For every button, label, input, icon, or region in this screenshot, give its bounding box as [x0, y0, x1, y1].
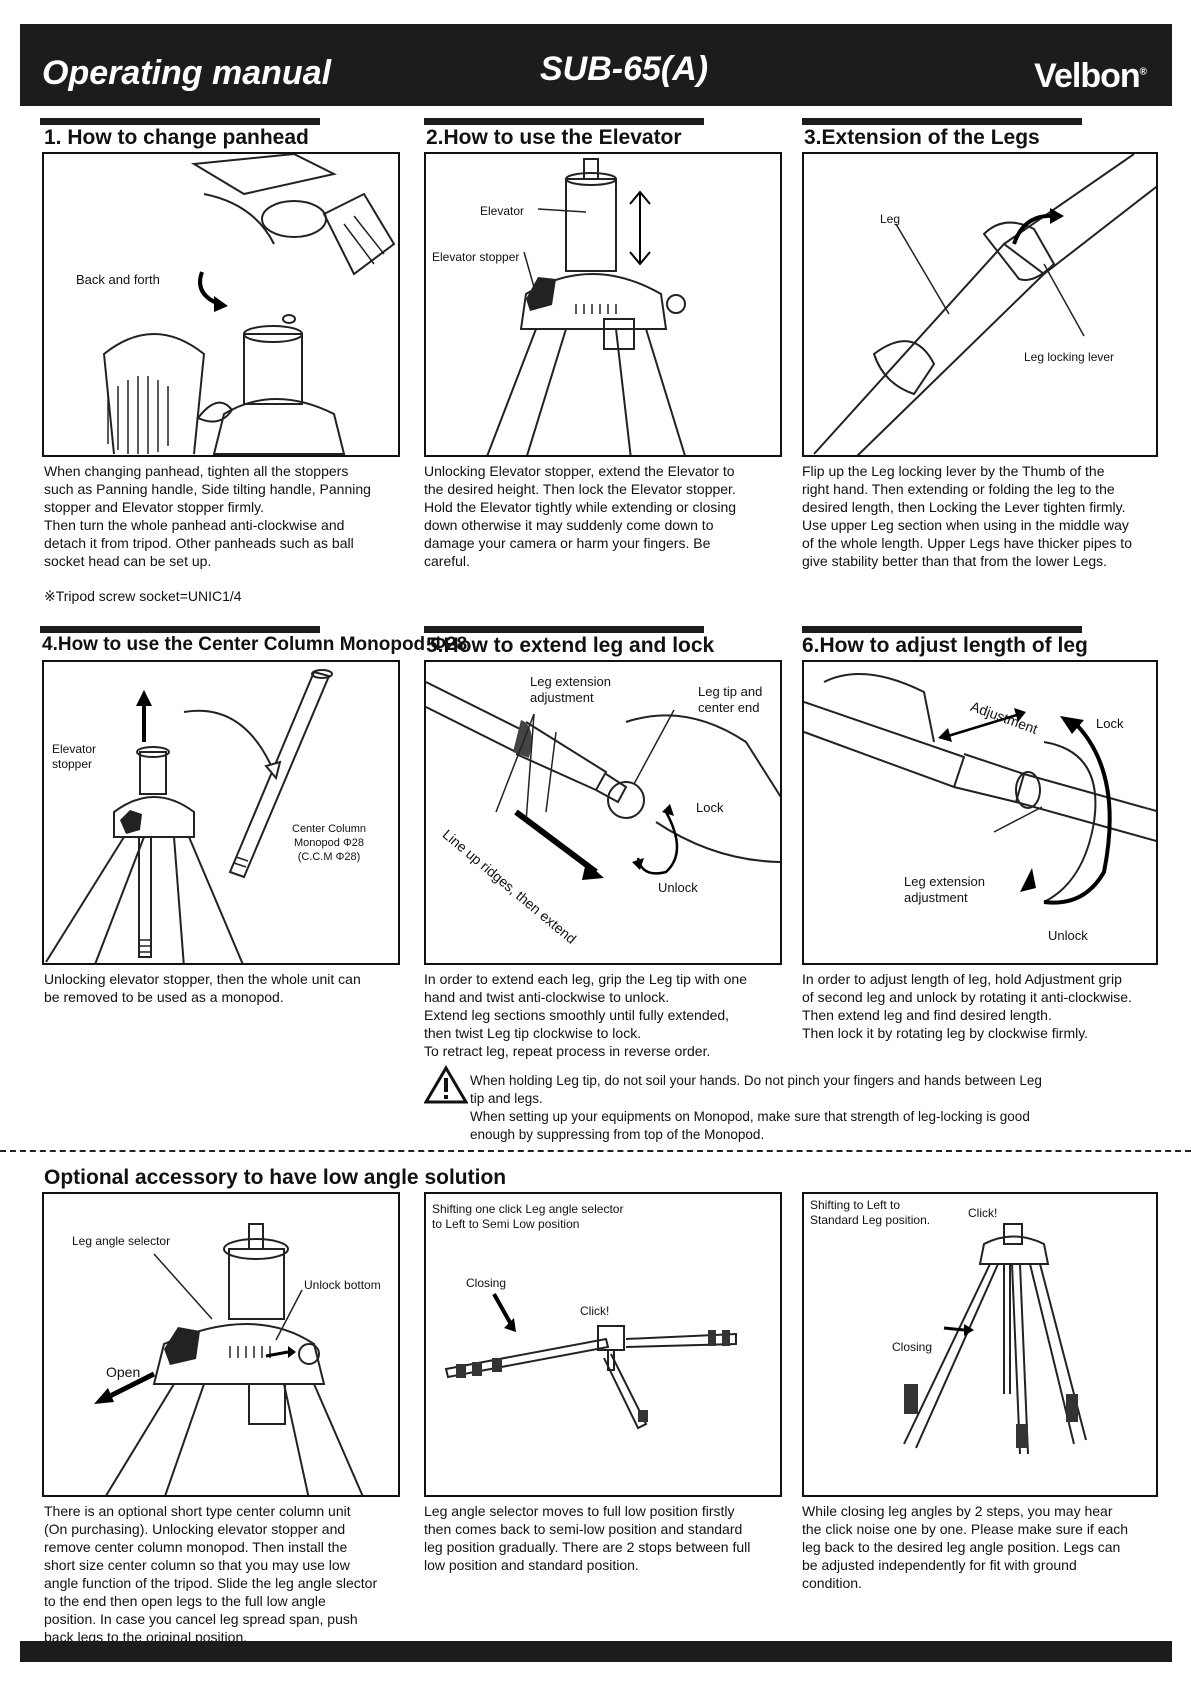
- label-closing: Closing: [892, 1340, 932, 1355]
- section-text-3: Flip up the Leg locking lever by the Thu…: [802, 462, 1172, 570]
- section-rule: [40, 626, 320, 633]
- section-title-5: 5.How to extend leg and lock: [426, 634, 714, 658]
- label-lock: Lock: [696, 800, 723, 816]
- section-title-2: 2.How to use the Elevator: [426, 126, 682, 150]
- figure-semi-low: Shifting one click Leg angle selector to…: [424, 1192, 782, 1497]
- label-back-and-forth: Back and forth: [76, 272, 160, 288]
- label-elevator: Elevator: [480, 204, 524, 219]
- label-lock: Lock: [1096, 716, 1123, 732]
- label-click: Click!: [580, 1304, 609, 1319]
- label-click: Click!: [968, 1206, 997, 1221]
- section-rule: [40, 118, 320, 125]
- header-bar: Operating manual SUB-65(A) Velbon®: [20, 24, 1172, 106]
- label-elevator-stopper: Elevator stopper: [432, 250, 519, 265]
- optional-text-3: While closing leg angles by 2 steps, you…: [802, 1502, 1172, 1592]
- label-open: Open: [106, 1364, 140, 1380]
- footer-bar: [20, 1641, 1172, 1662]
- label-leg: Leg: [880, 212, 900, 227]
- brand-logo: Velbon®: [1034, 57, 1146, 96]
- label-center-column: Center Column Monopod Φ28 (C.C.M Φ28): [292, 822, 366, 864]
- section-text-1: When changing panhead, tighten all the s…: [44, 462, 404, 570]
- figure-panhead: Back and forth: [42, 152, 400, 457]
- section-text-5: In order to extend each leg, grip the Le…: [424, 970, 794, 1060]
- section-rule: [424, 626, 704, 633]
- label-shifting-semi-low: Shifting one click Leg angle selector to…: [432, 1202, 623, 1232]
- label-shifting-standard: Shifting to Left to Standard Leg positio…: [810, 1198, 930, 1228]
- section-text-4: Unlocking elevator stopper, then the who…: [44, 970, 404, 1006]
- label-leg-tip: Leg tip and center end: [698, 684, 762, 716]
- label-unlock: Unlock: [1048, 928, 1088, 944]
- figure-extend-leg: Leg extension adjustment Leg tip and cen…: [424, 660, 782, 965]
- manual-title: Operating manual: [42, 54, 331, 93]
- figure-adjust-leg: Adjustment Lock Leg extension adjustment…: [802, 660, 1158, 965]
- section-rule: [802, 626, 1082, 633]
- optional-title: Optional accessory to have low angle sol…: [44, 1166, 506, 1190]
- label-leg-extension-adjustment: Leg extension adjustment: [904, 874, 985, 906]
- tripod-screw-note: ※Tripod screw socket=UNIC1/4: [44, 587, 242, 605]
- section-text-2: Unlocking Elevator stopper, extend the E…: [424, 462, 784, 570]
- model-name: SUB-65(A): [540, 50, 708, 89]
- label-unlock-bottom: Unlock bottom: [304, 1278, 381, 1293]
- section-title-3: 3.Extension of the Legs: [804, 126, 1040, 150]
- section-title-6: 6.How to adjust length of leg: [802, 634, 1088, 658]
- section-rule: [424, 118, 704, 125]
- section-title-4: 4.How to use the Center Column Monopod Φ…: [42, 634, 467, 656]
- dashed-divider: [0, 1150, 1191, 1152]
- label-elevator-stopper: Elevator stopper: [52, 742, 96, 772]
- section-rule: [802, 118, 1082, 125]
- optional-text-1: There is an optional short type center c…: [44, 1502, 414, 1646]
- figure-monopod: Elevator stopper Center Column Monopod Φ…: [42, 660, 400, 965]
- label-unlock: Unlock: [658, 880, 698, 896]
- section-text-6: In order to adjust length of leg, hold A…: [802, 970, 1172, 1042]
- section-title-1: 1. How to change panhead: [44, 126, 309, 150]
- optional-text-2: Leg angle selector moves to full low pos…: [424, 1502, 794, 1574]
- warning-icon: [424, 1065, 468, 1105]
- label-leg-extension-adjustment: Leg extension adjustment: [530, 674, 611, 706]
- figure-standard-position: Shifting to Left to Standard Leg positio…: [802, 1192, 1158, 1497]
- figure-leg-extension: Leg Leg locking lever: [802, 152, 1158, 457]
- label-leg-angle-selector: Leg angle selector: [72, 1234, 170, 1249]
- warning-text: When holding Leg tip, do not soil your h…: [470, 1072, 1130, 1144]
- label-leg-locking-lever: Leg locking lever: [1024, 350, 1114, 365]
- figure-elevator: Elevator Elevator stopper: [424, 152, 782, 457]
- label-closing: Closing: [466, 1276, 506, 1291]
- figure-low-angle: Leg angle selector Unlock bottom Open: [42, 1192, 400, 1497]
